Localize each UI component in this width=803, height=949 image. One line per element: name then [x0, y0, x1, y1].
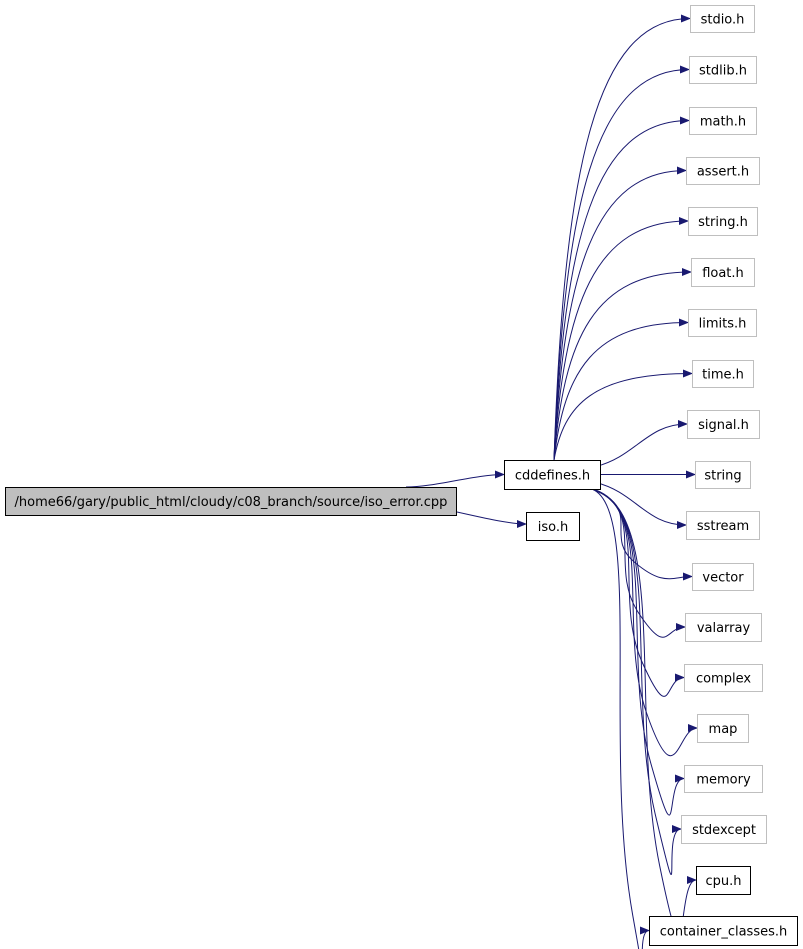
node-box-container_classes [649, 916, 798, 946]
node-box-valarray [685, 613, 762, 642]
node-root[interactable]: /home66/gary/public_html/cloudy/c08_bran… [5, 487, 457, 516]
node-stdlib[interactable]: stdlib.h [689, 56, 757, 84]
node-valarray[interactable]: valarray [685, 613, 762, 642]
node-box-memory [684, 765, 763, 793]
node-label-container_classes: container_classes.h [660, 925, 788, 940]
edge-cddefines-to-container_classes [591, 488, 650, 949]
node-iso[interactable]: iso.h [526, 512, 580, 541]
edge-cddefines-to-vector [591, 488, 693, 581]
node-label-string: string [704, 469, 741, 484]
node-assert[interactable]: assert.h [686, 157, 760, 185]
edge-cddefines-to-valarray [591, 488, 686, 638]
node-box-stdio [690, 5, 755, 33]
node-box-sstream [686, 511, 760, 540]
edge-cddefines-to-float [553, 268, 692, 461]
node-box-limits [688, 309, 757, 337]
node-label-assert: assert.h [697, 165, 749, 180]
node-label-limits: limits.h [699, 317, 747, 332]
node-box-assert [686, 157, 760, 185]
edge-cddefines-to-map [591, 488, 698, 757]
node-box-signal [687, 410, 760, 439]
edge-cddefines-to-string_h [553, 217, 689, 461]
node-label-map: map [709, 722, 738, 737]
edge-cddefines-to-math [553, 116, 690, 461]
node-label-math: math.h [700, 115, 746, 130]
node-math[interactable]: math.h [689, 107, 757, 135]
node-box-float [691, 258, 755, 287]
node-label-stdio: stdio.h [701, 13, 745, 28]
edge-cddefines-to-complex [591, 488, 685, 697]
nodes-layer: /home66/gary/public_html/cloudy/c08_bran… [5, 5, 798, 946]
node-label-string_h: string.h [698, 215, 748, 230]
node-label-stdlib: stdlib.h [699, 64, 747, 79]
node-box-string_h [688, 207, 758, 236]
edge-cddefines-to-time [553, 369, 693, 461]
node-cpu[interactable]: cpu.h [696, 866, 751, 895]
node-container_classes[interactable]: container_classes.h [649, 916, 798, 946]
edge-cddefines-to-stdio [553, 14, 691, 461]
edge-cddefines-to-sstream [595, 482, 687, 529]
node-label-cddefines: cddefines.h [515, 469, 590, 484]
node-string_h[interactable]: string.h [688, 207, 758, 236]
node-stdexcept[interactable]: stdexcept [681, 815, 767, 844]
node-box-iso [526, 512, 580, 541]
node-vector[interactable]: vector [692, 563, 754, 591]
node-complex[interactable]: complex [684, 664, 763, 692]
node-box-complex [684, 664, 763, 692]
node-label-cpu: cpu.h [705, 874, 741, 889]
node-float[interactable]: float.h [691, 258, 755, 287]
node-signal[interactable]: signal.h [687, 410, 760, 439]
node-label-signal: signal.h [698, 418, 749, 433]
node-box-cpu [696, 866, 751, 895]
edge-cddefines-to-limits [553, 318, 689, 461]
edge-cddefines-to-stdlib [553, 65, 690, 461]
node-limits[interactable]: limits.h [688, 309, 757, 337]
edge-cddefines-to-stdexcept [591, 488, 682, 875]
node-box-cddefines [504, 460, 601, 490]
node-label-stdexcept: stdexcept [692, 823, 756, 838]
node-label-memory: memory [696, 773, 751, 788]
edges-layer [405, 14, 698, 949]
node-label-float: float.h [702, 266, 744, 281]
edge-cddefines-to-assert [553, 166, 687, 461]
node-string[interactable]: string [695, 461, 751, 489]
node-label-time: time.h [702, 368, 744, 383]
node-label-valarray: valarray [697, 621, 751, 636]
node-box-math [689, 107, 757, 135]
node-label-iso: iso.h [538, 520, 568, 535]
node-box-stdexcept [681, 815, 767, 844]
node-time[interactable]: time.h [692, 360, 754, 388]
node-stdio[interactable]: stdio.h [690, 5, 755, 33]
node-box-root [5, 487, 457, 516]
node-map[interactable]: map [697, 714, 749, 743]
node-sstream[interactable]: sstream [686, 511, 760, 540]
node-box-time [692, 360, 754, 388]
node-box-string [695, 461, 751, 489]
node-memory[interactable]: memory [684, 765, 763, 793]
edge-root-to-cddefines [405, 470, 505, 488]
node-label-sstream: sstream [697, 519, 749, 534]
node-box-map [697, 714, 749, 743]
edge-cddefines-to-cpu [591, 488, 697, 935]
node-label-vector: vector [702, 571, 744, 586]
node-box-stdlib [689, 56, 757, 84]
edge-cddefines-to-signal [595, 420, 688, 467]
edge-cddefines-to-memory [591, 488, 685, 816]
node-label-complex: complex [696, 672, 751, 687]
node-label-root: /home66/gary/public_html/cloudy/c08_bran… [15, 495, 448, 510]
node-cddefines[interactable]: cddefines.h [504, 460, 601, 490]
node-box-vector [692, 563, 754, 591]
